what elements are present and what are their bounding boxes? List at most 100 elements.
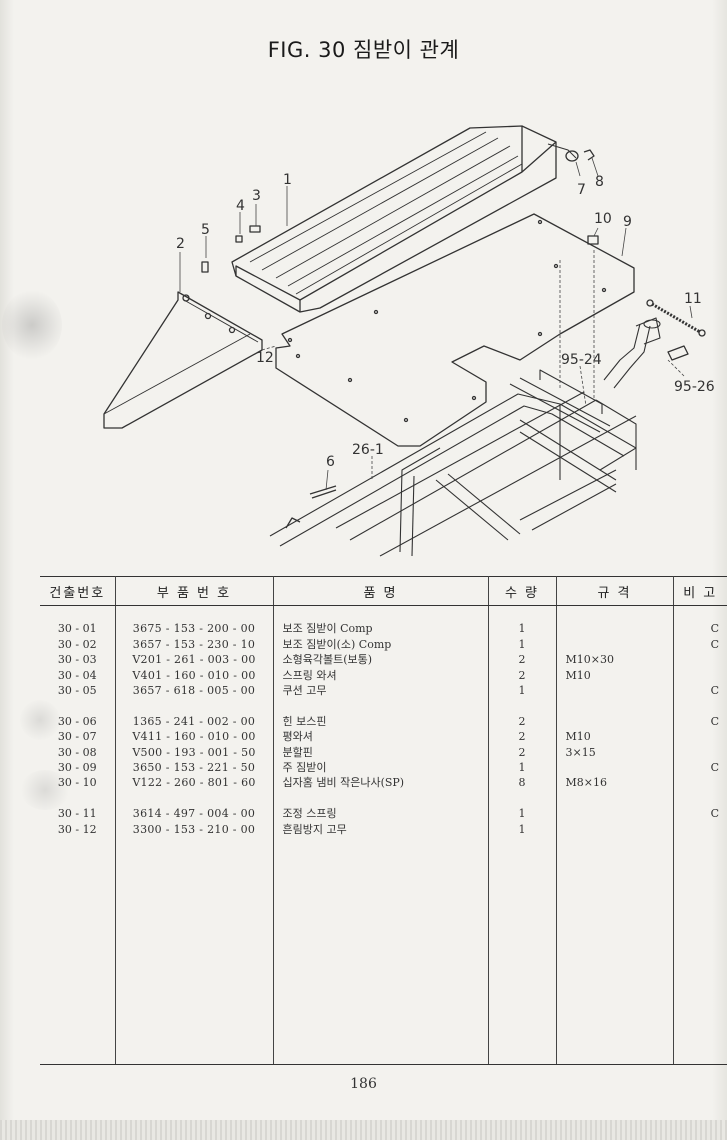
- cell-figure-no: 30 - 03: [40, 652, 116, 668]
- cell-figure-no: 30 - 06: [40, 713, 116, 730]
- parts-table: 건출번호 부 품 번 호 품 명 수 량 규 격 비 고 30 - 01 367…: [40, 576, 727, 1065]
- cell-figure-no: 30 - 09: [40, 760, 116, 776]
- table-row: 30 - 01 3675 - 153 - 200 - 00 보조 짐받이 Com…: [40, 621, 727, 637]
- cell-figure-no: 30 - 10: [40, 775, 116, 791]
- callout-5: 5: [201, 222, 210, 238]
- cell-spec: [556, 760, 674, 776]
- cell-part-name: 힌 보스핀: [273, 713, 489, 730]
- cell-remarks: C: [710, 622, 719, 636]
- cell-part-no: 3657 - 618 - 005 - 00: [115, 683, 274, 699]
- cell-remarks: [673, 745, 727, 760]
- cell-quantity: 2: [488, 652, 557, 668]
- cell-remarks: [673, 775, 727, 790]
- cell-part-name: 보조 짐받이 Comp: [273, 621, 489, 637]
- cell-quantity: 1: [488, 806, 557, 822]
- callout-95-24: 95-24: [561, 352, 602, 368]
- cell-spec: [556, 683, 674, 699]
- cell-part-name: 흔림방지 고무: [273, 821, 489, 838]
- cell-part-no: V411 - 160 - 010 - 00: [115, 729, 274, 745]
- cell-spec: M10: [556, 667, 674, 684]
- cell-remarks: C: [710, 761, 719, 775]
- cell-figure-no: 30 - 11: [40, 806, 116, 822]
- cell-remarks: C: [710, 714, 719, 728]
- cell-remarks: C: [710, 684, 719, 698]
- cell-spec: M10×30: [556, 652, 674, 668]
- callout-4: 4: [236, 198, 245, 214]
- cell-part-name: 소형육각볼트(보통): [273, 652, 489, 668]
- cell-part-name: 주 짐받이: [273, 760, 489, 776]
- cell-quantity: 2: [488, 713, 557, 730]
- cell-quantity: 1: [488, 683, 557, 699]
- header-part-no: 부 품 번 호: [115, 576, 274, 606]
- header-figure-no: 건출번호: [40, 576, 116, 606]
- callout-8: 8: [595, 174, 604, 190]
- cell-part-name: 쿠션 고무: [273, 683, 489, 699]
- callout-7: 7: [577, 182, 586, 198]
- chassis-frame-drawing: [269, 317, 661, 557]
- cell-part-name: 분할핀: [273, 744, 489, 761]
- cell-spec: [556, 806, 674, 822]
- cell-part-no: V401 - 160 - 010 - 00: [115, 667, 274, 684]
- table-row: 30 - 06 1365 - 241 - 002 - 00 힌 보스핀 2 C: [40, 713, 727, 730]
- callout-9: 9: [623, 214, 632, 230]
- cell-part-no: 3675 - 153 - 200 - 00: [115, 621, 274, 637]
- callout-3: 3: [252, 188, 261, 204]
- cell-figure-no: 30 - 12: [40, 821, 116, 838]
- cell-figure-no: 30 - 01: [40, 621, 116, 637]
- cell-quantity: 2: [488, 667, 557, 684]
- cell-remarks: [673, 652, 727, 667]
- cell-part-name: 보조 짐받이(소) Comp: [273, 636, 489, 653]
- callout-11: 11: [684, 291, 702, 307]
- page-number: 186: [350, 1076, 377, 1092]
- cell-remarks: [673, 668, 727, 683]
- cell-figure-no: 30 - 05: [40, 683, 116, 699]
- table-row: 30 - 05 3657 - 618 - 005 - 00 쿠션 고무 1 C: [40, 683, 727, 699]
- exploded-parts-diagram: 1 2 3 4 5 6 7 8 9 10 11 12 95-24 95-26 2…: [103, 125, 715, 557]
- header-remarks: 비 고: [673, 576, 727, 606]
- table-row: 30 - 03 V201 - 261 - 003 - 00 소형육각볼트(보통)…: [40, 652, 727, 668]
- cell-spec: [556, 821, 674, 838]
- cell-part-name: 스프링 와셔: [273, 667, 489, 684]
- cell-part-name: 십자홈 냄비 작은나사(SP): [273, 775, 489, 791]
- cell-quantity: 1: [488, 760, 557, 776]
- cell-remarks: C: [710, 807, 719, 821]
- main-deck-drawing: [231, 125, 595, 313]
- header-quantity: 수 량: [488, 576, 557, 606]
- cell-part-name: 조정 스프링: [273, 806, 489, 822]
- cell-part-name: 평와셔: [273, 729, 489, 745]
- cell-quantity: 2: [488, 729, 557, 745]
- empty-filler-row: [40, 837, 727, 1065]
- table-row: 30 - 11 3614 - 497 - 004 - 00 조정 스프링 1 C: [40, 806, 727, 822]
- cell-part-no: 3650 - 153 - 221 - 50: [115, 760, 274, 776]
- header-part-name: 품 명: [273, 576, 489, 606]
- cell-remarks: [673, 729, 727, 744]
- cell-figure-no: 30 - 07: [40, 729, 116, 745]
- callout-26-1: 26-1: [352, 442, 384, 458]
- cell-part-no: V122 - 260 - 801 - 60: [115, 775, 274, 791]
- cell-remarks: C: [710, 637, 719, 651]
- table-header-row: 건출번호 부 품 번 호 품 명 수 량 규 격 비 고: [40, 576, 727, 606]
- cell-quantity: 1: [488, 821, 557, 838]
- cell-figure-no: 30 - 02: [40, 636, 116, 653]
- callout-6: 6: [326, 454, 335, 470]
- table-row: 30 - 07 V411 - 160 - 010 - 00 평와셔 2 M10: [40, 729, 727, 745]
- cell-part-no: 3300 - 153 - 210 - 00: [115, 821, 274, 838]
- cell-part-no: 3614 - 497 - 004 - 00: [115, 806, 274, 822]
- figure-title: FIG. 30 짐받이 관계: [267, 38, 460, 62]
- table-row: 30 - 10 V122 - 260 - 801 - 60 십자홈 냄비 작은나…: [40, 775, 727, 791]
- callout-95-26: 95-26: [674, 379, 715, 395]
- cell-part-no: V201 - 261 - 003 - 00: [115, 652, 274, 668]
- cell-spec: M8×16: [556, 775, 674, 791]
- scan-smudge: [2, 290, 62, 360]
- callout-12: 12: [256, 350, 274, 366]
- cell-remarks: [673, 822, 727, 837]
- cell-quantity: 2: [488, 744, 557, 761]
- cell-quantity: 1: [488, 636, 557, 653]
- scan-bottom-edge: [0, 1120, 727, 1140]
- spacer-row: [40, 605, 727, 622]
- cell-figure-no: 30 - 08: [40, 744, 116, 761]
- spacer-row: [40, 698, 727, 714]
- cell-quantity: 1: [488, 621, 557, 637]
- spacer-row: [40, 790, 727, 807]
- cell-spec: [556, 621, 674, 637]
